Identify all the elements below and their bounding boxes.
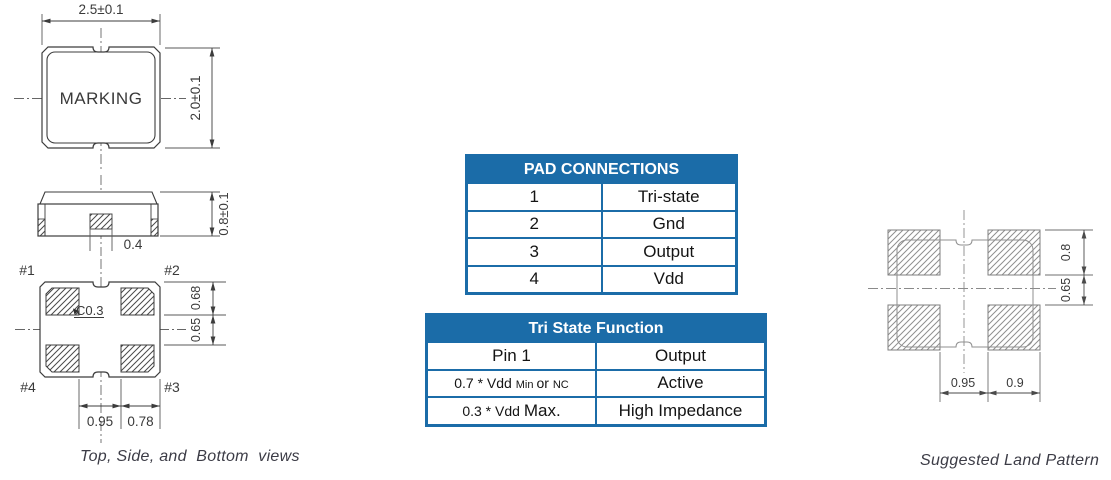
pad-number: 2 <box>465 209 603 239</box>
bottom-pad-3 <box>120 344 155 373</box>
tri-state-function-table: Tri State Function Pin 1 Output 0.7 * Vd… <box>425 313 767 427</box>
pad-signal: Gnd <box>600 209 738 239</box>
land-pattern-caption: Suggested Land Pattern <box>920 452 1100 469</box>
condition-text: 0.3 * Vdd <box>462 402 524 419</box>
side-view-left-termination <box>37 218 46 237</box>
bottom-right-extension-lines <box>164 281 226 346</box>
land-pad-2 <box>987 229 1041 276</box>
land-pad-height-dim-label: 0.8 <box>1059 244 1073 261</box>
condition-nc: NC <box>552 379 569 392</box>
top-height-dim-label: 2.0±0.1 <box>188 76 203 121</box>
bottom-view: #1 #2 C0.3 0.68 0.65 #4 #3 <box>15 259 226 443</box>
top-width-dim-label: 2.5±0.1 <box>79 2 124 17</box>
pin1-header-cell: Pin 1 <box>425 341 597 371</box>
chamfer-leader-arrow <box>73 308 79 315</box>
pad-pitch-dim-label: 0.95 <box>87 414 113 429</box>
pad-number: 4 <box>465 264 603 295</box>
output-header-cell: Output <box>595 341 767 371</box>
side-height-extension-lines <box>160 191 220 237</box>
pad-signal: Tri-state <box>600 182 738 212</box>
tri-state-condition-cell: 0.7 * Vdd Min or NC <box>425 368 597 398</box>
tri-state-condition-cell: 0.3 * Vdd Max. <box>425 396 597 426</box>
package-views-drawing: MARKING 2.5±0.1 2.0±0.1 0.4 <box>14 2 231 443</box>
tri-state-title: Tri State Function <box>425 313 767 343</box>
condition-min: Min <box>515 379 537 392</box>
condition-or: or <box>536 375 553 392</box>
land-pad-4 <box>887 304 941 351</box>
pad4-label: #4 <box>20 379 36 395</box>
table-row: 0.7 * Vdd Min or NC Active <box>425 368 767 398</box>
pad-number: 3 <box>465 237 603 267</box>
top-view-inner-outline <box>46 51 156 144</box>
side-view-right-termination <box>150 218 159 237</box>
marking-label: MARKING <box>60 89 143 108</box>
bottom-pad-1 <box>45 287 80 316</box>
pad1-label: #1 <box>19 262 35 278</box>
land-pad-1 <box>887 229 941 276</box>
pad-width-dim-label: 0.78 <box>127 414 153 429</box>
land-pattern-drawing: 0.8 0.65 0.95 0.9 <box>868 210 1093 402</box>
land-package-outline <box>896 239 1034 348</box>
table-row: 4 Vdd <box>465 264 738 295</box>
table-row: 1 Tri-state <box>465 182 738 212</box>
land-gap-h-dim-label: 0.95 <box>951 376 975 390</box>
table-row: 3 Output <box>465 237 738 267</box>
views-caption: Top, Side, and Bottom views <box>80 448 300 465</box>
pad-number: 1 <box>465 182 603 212</box>
bottom-pad-4 <box>45 344 80 373</box>
pad3-label: #3 <box>164 379 180 395</box>
table-row: 2 Gnd <box>465 209 738 239</box>
pad2-label: #2 <box>164 262 180 278</box>
side-pad-extension-lines <box>89 229 113 251</box>
side-height-dim-label: 0.8±0.1 <box>216 192 231 235</box>
side-view: 0.4 0.8±0.1 <box>37 175 231 256</box>
land-pad-width-dim-label: 0.9 <box>1006 376 1023 390</box>
pad-gap-dim-label: 0.65 <box>189 318 203 342</box>
table-row: 0.3 * Vdd Max. High Impedance <box>425 396 767 426</box>
pad-signal: Vdd <box>600 264 738 295</box>
pad-connections-table: PAD CONNECTIONS 1 Tri-state 2 Gnd 3 Outp… <box>465 154 738 295</box>
output-state-cell: Active <box>595 368 767 398</box>
land-pad-3 <box>987 304 1041 351</box>
side-view-lid <box>39 191 158 205</box>
pad-height-dim-label: 0.68 <box>189 286 203 310</box>
condition-max: Max. <box>523 400 561 420</box>
land-gap-v-dim-label: 0.65 <box>1059 278 1073 302</box>
bottom-pad-2 <box>120 287 155 316</box>
chamfer-dim-label: C0.3 <box>76 303 103 318</box>
pad-signal: Output <box>600 237 738 267</box>
side-view-center-pad <box>89 213 113 230</box>
side-pad-dim-label: 0.4 <box>124 237 143 252</box>
table-row: Pin 1 Output <box>425 341 767 371</box>
pad-connections-title: PAD CONNECTIONS <box>465 154 738 184</box>
top-view: MARKING 2.5±0.1 2.0±0.1 <box>14 2 220 171</box>
output-state-cell: High Impedance <box>595 396 767 426</box>
condition-text: 0.7 * Vdd <box>454 375 516 392</box>
